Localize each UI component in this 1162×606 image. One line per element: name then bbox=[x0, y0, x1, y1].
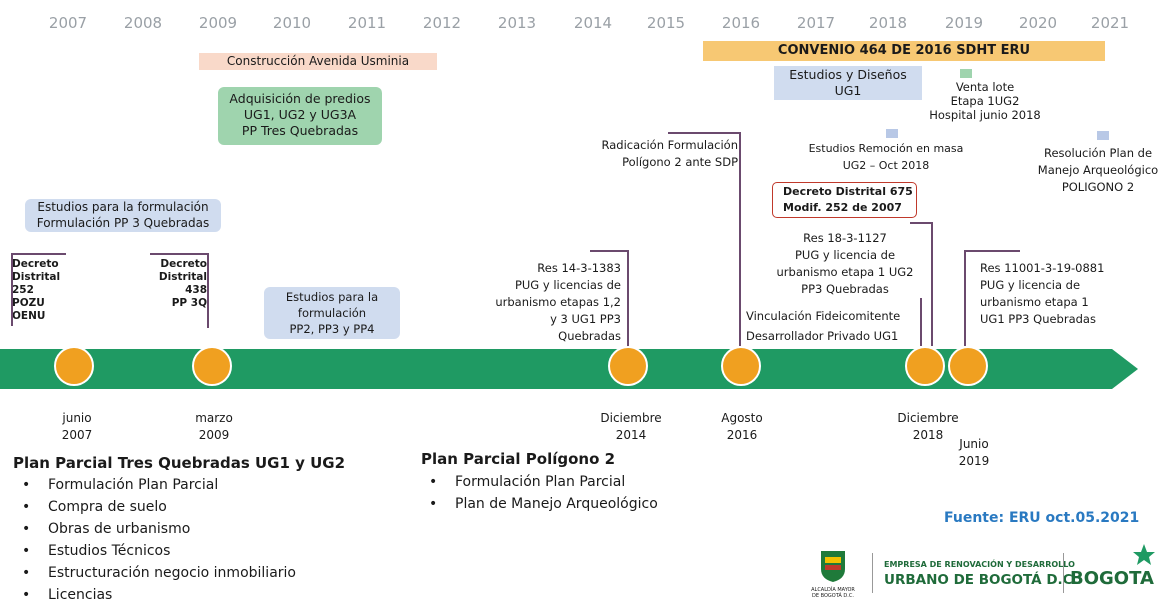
milestone-circle bbox=[608, 346, 648, 386]
list-item: Estructuración negocio inmobiliario bbox=[14, 562, 394, 584]
milestone-circle bbox=[721, 346, 761, 386]
shield-icon bbox=[821, 551, 845, 582]
bar-convenio: CONVENIO 464 DE 2016 SDHT ERU bbox=[703, 41, 1105, 61]
event-decreto-438: Decreto Distrital 438 PP 3Q bbox=[158, 258, 207, 309]
event-res-0881: Res 11001-3-19-0881 PUG y licencia de ur… bbox=[980, 261, 1105, 326]
event-decreto-252: Decreto Distrital 252 POZU OENU bbox=[12, 258, 61, 322]
list-item: Plan de Manejo Arqueológico bbox=[421, 493, 721, 515]
connector-line bbox=[739, 132, 741, 346]
event-res-1127: Res 18-3-1127 PUG y licencia de urbanism… bbox=[776, 231, 914, 296]
event-decreto-675: Decreto Distrital 675 Modif. 252 de 2007 bbox=[772, 182, 917, 218]
year-label: 2018 bbox=[868, 14, 908, 32]
list-item: Estudios Técnicos bbox=[14, 540, 394, 562]
marker-square bbox=[1097, 131, 1109, 140]
connector-line bbox=[207, 253, 209, 328]
empresa-line2: URBANO DE BOGOTÁ D.C. bbox=[884, 572, 1078, 588]
logo-divider bbox=[872, 553, 873, 593]
marker-square bbox=[886, 129, 898, 138]
year-label: 2012 bbox=[422, 14, 462, 32]
box-estudios-formulacion: Estudios para la formulación Formulación… bbox=[25, 199, 221, 232]
year-label: 2021 bbox=[1090, 14, 1130, 32]
connector-line bbox=[150, 253, 208, 255]
year-label: 2010 bbox=[272, 14, 312, 32]
milestone-label: Junio 2019 bbox=[958, 437, 990, 468]
plan2-list: Formulación Plan Parcial Plan de Manejo … bbox=[421, 471, 721, 515]
plan1-title: Plan Parcial Tres Quebradas UG1 y UG2 bbox=[13, 454, 346, 472]
connector-line bbox=[668, 132, 740, 134]
source-note: Fuente: ERU oct.05.2021 bbox=[944, 510, 1140, 526]
box-estudios-disenos: Estudios y Diseños UG1 bbox=[774, 66, 922, 100]
list-item: Compra de suelo bbox=[14, 496, 394, 518]
bogota-logo: BOGOTA bbox=[1070, 568, 1154, 589]
milestone-label: Diciembre 2018 bbox=[897, 411, 959, 442]
list-item: Obras de urbanismo bbox=[14, 518, 394, 540]
connector-line bbox=[910, 222, 932, 224]
logo-divider bbox=[1063, 553, 1064, 593]
list-item: Formulación Plan Parcial bbox=[14, 474, 394, 496]
box-adquisicion-predios: Adquisición de predios UG1, UG2 y UG3A P… bbox=[218, 87, 382, 145]
year-label: 2011 bbox=[347, 14, 387, 32]
year-label: 2019 bbox=[944, 14, 984, 32]
year-label: 2013 bbox=[497, 14, 537, 32]
event-vinculacion: Vinculación Fideicomitente Desarrollador… bbox=[746, 309, 901, 343]
year-label: 2009 bbox=[198, 14, 238, 32]
plan1-list: Formulación Plan Parcial Compra de suelo… bbox=[14, 474, 394, 606]
connector-line bbox=[627, 250, 629, 348]
milestone-label: marzo 2009 bbox=[195, 411, 233, 442]
event-radicacion: Radicación Formulación Polígono 2 ante S… bbox=[601, 138, 739, 169]
event-resolucion-plan: Resolución Plan de Manejo Arqueológico P… bbox=[1037, 146, 1159, 194]
milestone-circle bbox=[54, 346, 94, 386]
year-label: 2014 bbox=[573, 14, 613, 32]
year-label: 2017 bbox=[796, 14, 836, 32]
year-label: 2016 bbox=[721, 14, 761, 32]
star-icon bbox=[1133, 544, 1155, 565]
alcaldia-logo: ALCALDÍA MAYOR DE BOGOTÁ D.C. bbox=[806, 549, 860, 599]
list-item: Licencias bbox=[14, 584, 394, 606]
empresa-line1: EMPRESA DE RENOVACIÓN Y DESARROLLO bbox=[884, 560, 1075, 569]
year-label: 2007 bbox=[48, 14, 88, 32]
milestone-label: Diciembre 2014 bbox=[600, 411, 662, 442]
connector-line bbox=[920, 298, 922, 346]
connector-line bbox=[590, 250, 628, 252]
connector-line bbox=[11, 253, 13, 326]
box-estudios-pp: Estudios para la formulación PP2, PP3 y … bbox=[264, 287, 400, 339]
year-label: 2015 bbox=[646, 14, 686, 32]
connector-line bbox=[11, 253, 66, 255]
bar-construccion-avenida: Construcción Avenida Usminia bbox=[199, 53, 437, 70]
milestone-label: junio 2007 bbox=[61, 411, 93, 442]
alcaldia-text: ALCALDÍA MAYOR DE BOGOTÁ D.C. bbox=[811, 587, 855, 599]
milestone-circle bbox=[192, 346, 232, 386]
event-res-1383: Res 14-3-1383 PUG y licencias de urbanis… bbox=[495, 261, 621, 343]
year-label: 2008 bbox=[123, 14, 163, 32]
marker-square bbox=[960, 69, 972, 78]
connector-line bbox=[964, 250, 966, 346]
milestone-circle bbox=[948, 346, 988, 386]
event-venta-lote: Venta lote Etapa 1UG2 Hospital junio 201… bbox=[929, 80, 1041, 122]
year-label: 2020 bbox=[1018, 14, 1058, 32]
connector-line bbox=[964, 250, 1020, 252]
milestone-label: Agosto 2016 bbox=[721, 411, 763, 442]
connector-line bbox=[931, 222, 933, 346]
timeline-arrow bbox=[0, 349, 1138, 389]
plan2-title: Plan Parcial Polígono 2 bbox=[421, 450, 616, 468]
event-estudios-remocion: Estudios Remoción en masa UG2 – Oct 2018 bbox=[808, 142, 964, 172]
list-item: Formulación Plan Parcial bbox=[421, 471, 721, 493]
milestone-circle bbox=[905, 346, 945, 386]
